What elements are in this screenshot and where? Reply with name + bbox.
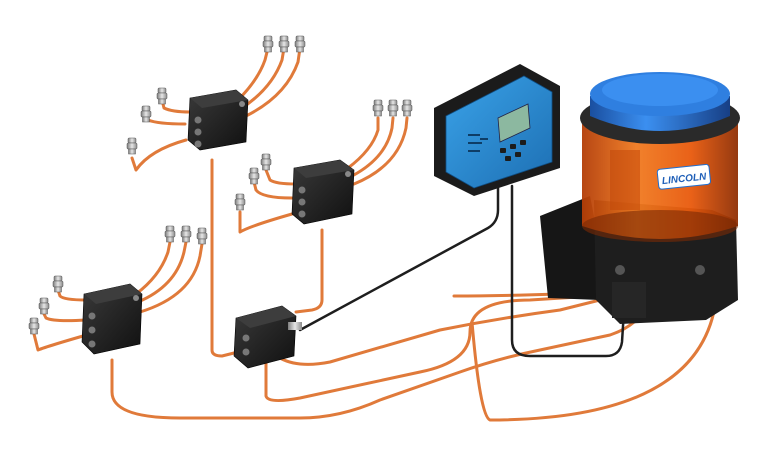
controller-display bbox=[497, 103, 531, 143]
lube-tubing bbox=[32, 46, 718, 422]
controller-unit bbox=[434, 64, 560, 196]
divider-block-middle bbox=[291, 159, 355, 225]
grease-pump: LINCOLN bbox=[540, 72, 740, 324]
divider-block-lower bbox=[233, 305, 302, 369]
pump-brand-label: LINCOLN bbox=[661, 171, 707, 187]
controller-indicators bbox=[468, 134, 488, 152]
divider-block-left bbox=[81, 283, 143, 355]
divider-block-top bbox=[187, 89, 249, 151]
controller-keypad bbox=[500, 140, 526, 161]
control-cables bbox=[298, 184, 626, 358]
